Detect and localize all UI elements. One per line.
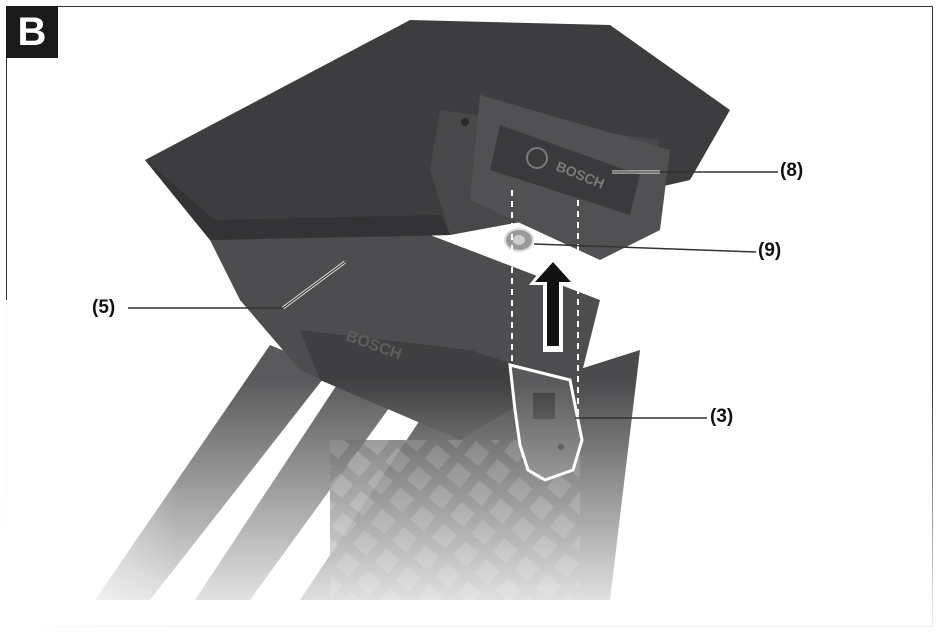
- callout-9: (9): [758, 240, 782, 261]
- guide-lines: [511, 190, 579, 420]
- remote-module: BOSCH: [461, 95, 670, 260]
- callout-3: (3): [710, 406, 734, 427]
- bosch-logo-icon: [526, 147, 548, 169]
- fade-left: [0, 300, 180, 633]
- callout-8: (8): [780, 160, 804, 181]
- up-arrow-icon: [529, 255, 577, 352]
- screw: [504, 228, 534, 252]
- leader-9: [533, 243, 757, 253]
- callout-5: (5): [92, 297, 116, 318]
- small-hole: [461, 118, 469, 126]
- figure-badge: B: [6, 6, 58, 58]
